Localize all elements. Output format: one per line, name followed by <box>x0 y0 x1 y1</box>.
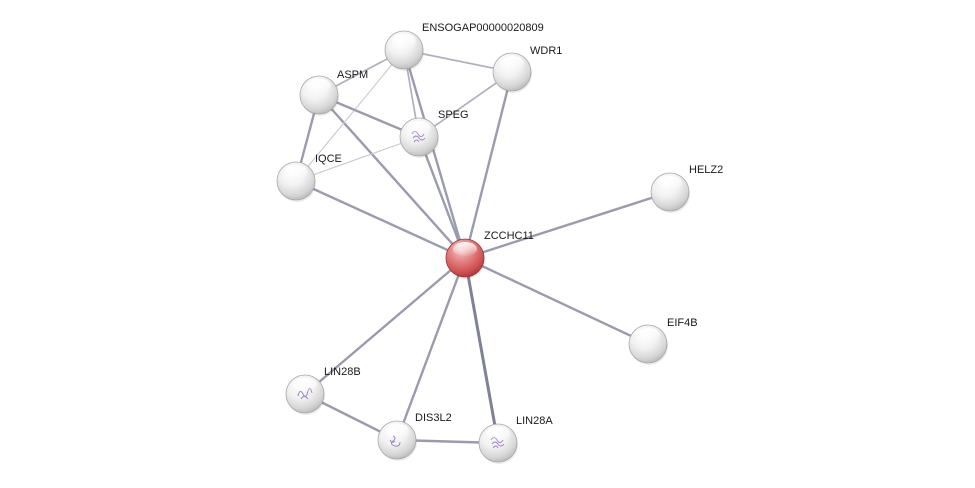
node-helz2[interactable] <box>651 173 690 213</box>
edge-zcchc11-eif4b[interactable] <box>465 258 648 344</box>
node-label-eif4b: EIF4B <box>667 317 698 329</box>
node-speg[interactable] <box>400 118 439 158</box>
node-label-iqce: IQCE <box>315 153 342 165</box>
node-label-helz2: HELZ2 <box>689 164 723 176</box>
node-zcchc11[interactable] <box>446 239 485 279</box>
node-highlight <box>500 56 524 70</box>
node-label-ensogap00000020809: ENSOGAP00000020809 <box>422 22 544 34</box>
node-highlight <box>486 427 510 441</box>
node-highlight <box>293 378 317 392</box>
node-label-lin28b: LIN28B <box>324 366 361 378</box>
node-wdr1[interactable] <box>493 53 532 93</box>
node-lin28b[interactable] <box>286 375 325 415</box>
node-aspm[interactable] <box>300 76 339 116</box>
node-label-dis3l2: DIS3L2 <box>415 412 452 424</box>
node-highlight <box>392 34 416 48</box>
edge-zcchc11-lin28a[interactable] <box>465 258 498 443</box>
node-highlight <box>453 242 477 256</box>
node-eif4b[interactable] <box>629 325 668 365</box>
node-label-zcchc11: ZCCHC11 <box>484 230 534 242</box>
node-highlight <box>385 424 409 438</box>
nodes-layer <box>277 31 690 464</box>
node-dis3l2[interactable] <box>378 421 417 461</box>
node-highlight <box>636 328 660 342</box>
node-highlight <box>307 79 331 93</box>
node-lin28a[interactable] <box>479 424 518 464</box>
node-label-speg: SPEG <box>438 109 469 121</box>
node-highlight <box>284 165 308 179</box>
node-label-wdr1: WDR1 <box>530 45 562 57</box>
node-highlight <box>407 121 431 135</box>
node-label-lin28a: LIN28A <box>516 415 553 427</box>
node-highlight <box>658 176 682 190</box>
node-label-aspm: ASPM <box>337 69 368 81</box>
node-ensogap00000020809[interactable] <box>385 31 424 71</box>
node-iqce[interactable] <box>277 162 316 202</box>
edge-zcchc11-helz2[interactable] <box>465 192 670 258</box>
edges-layer <box>296 50 670 443</box>
